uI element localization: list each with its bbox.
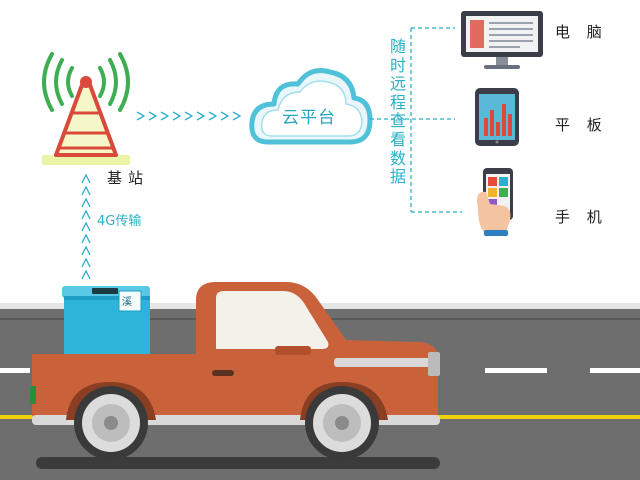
tablet-icon [475,88,519,146]
remote-view-vertical-text: 随 时 远 程 查 看 数 据 [388,37,408,187]
phone-icon [477,168,513,236]
base-station-label: 基站 [107,169,150,187]
cooler-box [62,286,150,354]
device-label-phone: 手 机 [555,208,608,226]
remote-view-char: 据 [389,167,406,187]
device-label-computer: 电 脑 [555,23,608,41]
front-wheel [305,386,379,460]
remote-view-char: 数 [389,148,406,168]
rear-wheel [74,386,148,460]
vertical-arrow-chain [81,173,91,280]
remote-view-char: 远 [389,74,406,94]
remote-view-char: 查 [389,111,406,131]
cloud-shape [249,68,373,145]
cooler-box-tag: 溪 [122,297,132,308]
dashed-connectors [370,27,462,213]
road-dashes [0,368,640,373]
computer-icon [461,11,543,69]
transmission-label: 4G传输 [97,214,142,229]
remote-view-char: 程 [389,92,406,112]
base-station-tower [42,52,130,165]
device-label-tablet: 平 板 [555,116,608,134]
horizontal-arrow-chain [136,111,242,121]
remote-view-char: 时 [389,55,406,75]
remote-view-char: 看 [389,129,406,149]
pickup-truck [30,282,440,460]
remote-view-char: 随 [389,37,406,56]
cloud-platform-label: 云平台 [282,108,336,128]
